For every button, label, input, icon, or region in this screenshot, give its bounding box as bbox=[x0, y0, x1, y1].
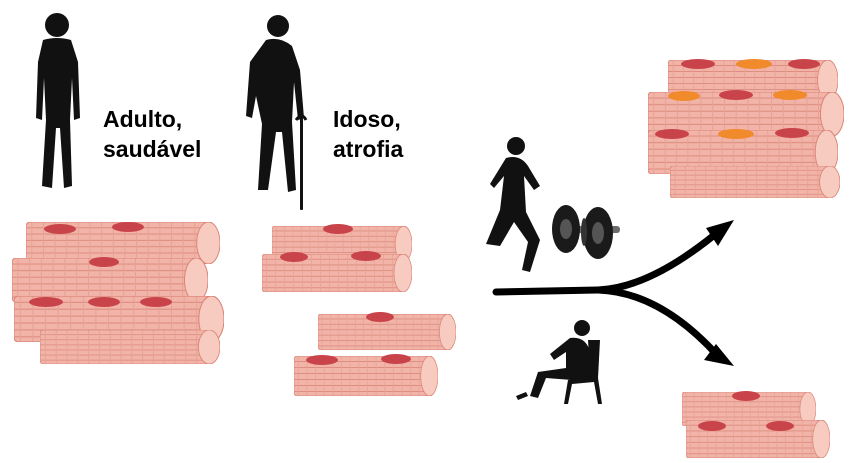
elderly-atrophy-label: Idoso, atrofia bbox=[333, 104, 403, 164]
sedentary-muscle-bundle bbox=[682, 391, 830, 458]
elderly-label-line2: atrofia bbox=[333, 134, 403, 164]
adult-healthy-label: Adulto, saudável bbox=[103, 104, 201, 164]
adult-person-icon bbox=[36, 13, 80, 188]
adult-muscle-bundle bbox=[12, 222, 224, 364]
exercise-muscle-bundle bbox=[648, 59, 844, 198]
elderly-label-line1: Idoso, bbox=[333, 104, 403, 134]
dumbbell-icon bbox=[552, 205, 620, 259]
runner-icon bbox=[486, 137, 540, 272]
elderly-person-cane-icon bbox=[246, 15, 306, 210]
adult-label-line1: Adulto, bbox=[103, 104, 201, 134]
adult-label-line2: saudável bbox=[103, 134, 201, 164]
elderly-muscle-bundle bbox=[262, 224, 456, 396]
seated-person-icon bbox=[516, 320, 602, 404]
